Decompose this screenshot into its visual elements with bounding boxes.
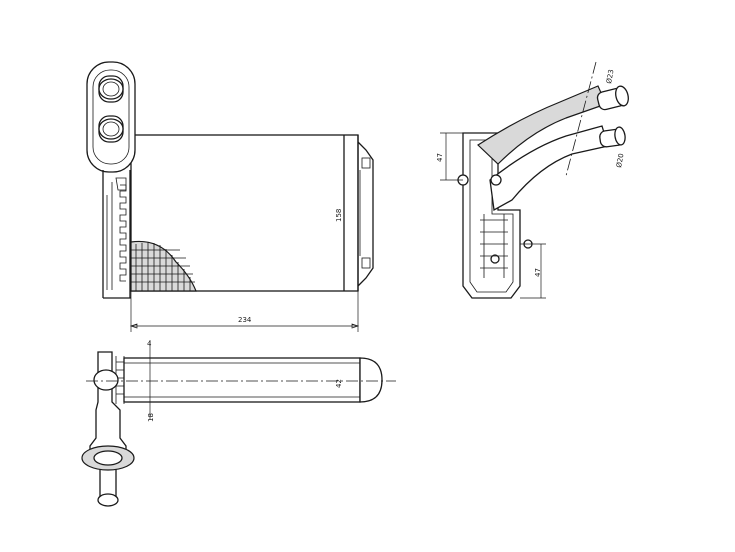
width-label: 234 xyxy=(238,316,252,324)
side-view: 47 47 Ø23 Ø20 xyxy=(436,61,629,299)
mount-bolt xyxy=(490,174,502,186)
depth-label: 42 xyxy=(335,379,343,388)
top-core xyxy=(123,357,361,403)
pipe-lower-label: Ø20 xyxy=(615,153,625,169)
height-dimension: 158 xyxy=(335,135,345,291)
side-top-label: 47 xyxy=(436,153,444,162)
inlet-outlet-header xyxy=(86,61,136,299)
front-view: 234 158 xyxy=(86,61,374,332)
side-top-dimension: 47 xyxy=(436,132,463,181)
height-label: 158 xyxy=(335,209,343,222)
section-line xyxy=(565,61,597,177)
fin-gap-label: 18 xyxy=(147,413,155,422)
side-pipes xyxy=(477,85,629,212)
mount-bolt xyxy=(490,254,500,264)
fin-section xyxy=(130,240,197,292)
left-tank-teeth xyxy=(119,184,127,282)
top-view: 4 18 42 xyxy=(81,340,396,507)
pipe-upper-label: Ø23 xyxy=(605,69,615,85)
pipe-mouth xyxy=(97,493,119,507)
top-end-cap xyxy=(359,357,383,403)
tube-spacing-label: 4 xyxy=(147,340,152,348)
side-bottom-label: 47 xyxy=(534,268,542,277)
width-dimension: 234 xyxy=(129,291,360,332)
side-bottom-dimension: 47 xyxy=(520,243,546,299)
